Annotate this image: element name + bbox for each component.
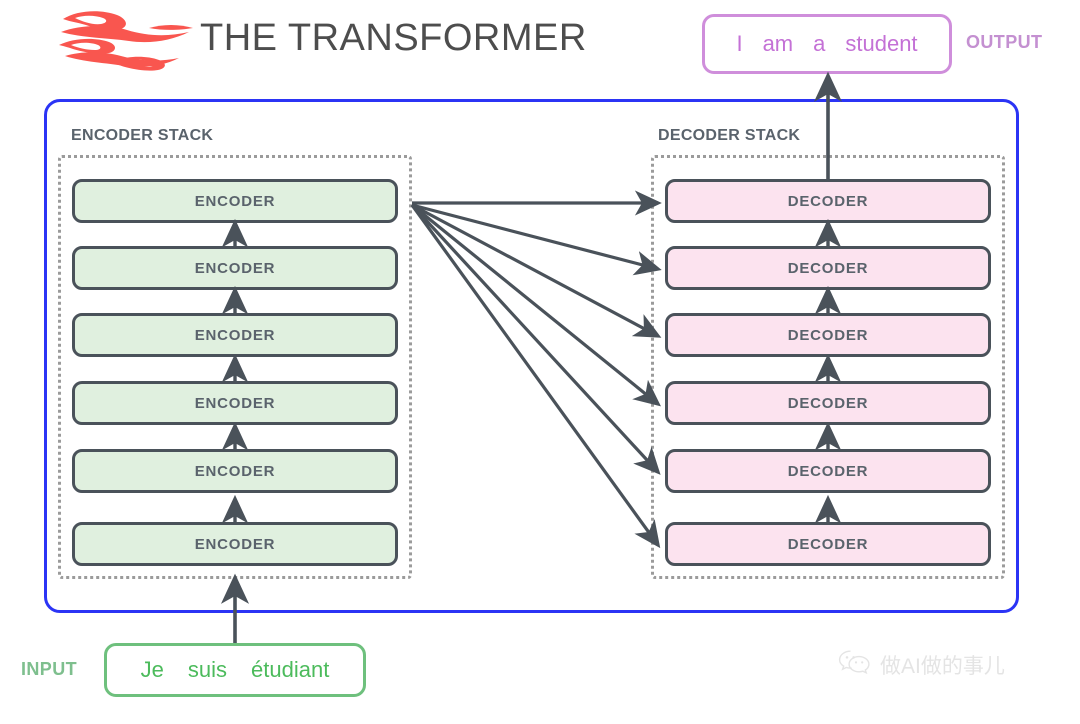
decoder-layer[interactable]: DECODER <box>665 522 991 566</box>
input-token: étudiant <box>251 657 330 682</box>
encoder-layer[interactable]: ENCODER <box>72 522 398 566</box>
input-token: Je <box>140 657 164 682</box>
encoder-layer[interactable]: ENCODER <box>72 381 398 425</box>
watermark-text: 做AI做的事儿 <box>880 654 1005 678</box>
decoder-layer[interactable]: DECODER <box>665 179 991 223</box>
input-token: suis <box>187 657 228 682</box>
output-label: OUTPUT <box>966 32 1043 52</box>
decoder-layer[interactable]: DECODER <box>665 381 991 425</box>
encoder-layer[interactable]: ENCODER <box>72 449 398 493</box>
flame-logo-icon <box>55 6 197 82</box>
decoder-layer[interactable]: DECODER <box>665 313 991 357</box>
watermark: 做AI做的事儿 <box>838 648 1005 681</box>
input-sequence-box: Je suis étudiant <box>104 643 366 697</box>
encoder-stack-label: ENCODER STACK <box>71 127 214 144</box>
input-label: INPUT <box>21 659 77 679</box>
wechat-icon <box>838 648 872 681</box>
decoder-layer[interactable]: DECODER <box>665 246 991 290</box>
output-sequence-box: I am a student <box>702 14 952 74</box>
output-token: student <box>845 31 918 56</box>
encoder-layer[interactable]: ENCODER <box>72 179 398 223</box>
decoder-stack-label: DECODER STACK <box>658 127 801 144</box>
output-token: a <box>813 31 826 56</box>
decoder-layer[interactable]: DECODER <box>665 449 991 493</box>
encoder-layer[interactable]: ENCODER <box>72 313 398 357</box>
output-token: am <box>762 31 794 56</box>
page-title: THE TRANSFORMER <box>200 17 587 59</box>
encoder-layer[interactable]: ENCODER <box>72 246 398 290</box>
output-token: I <box>736 31 743 56</box>
